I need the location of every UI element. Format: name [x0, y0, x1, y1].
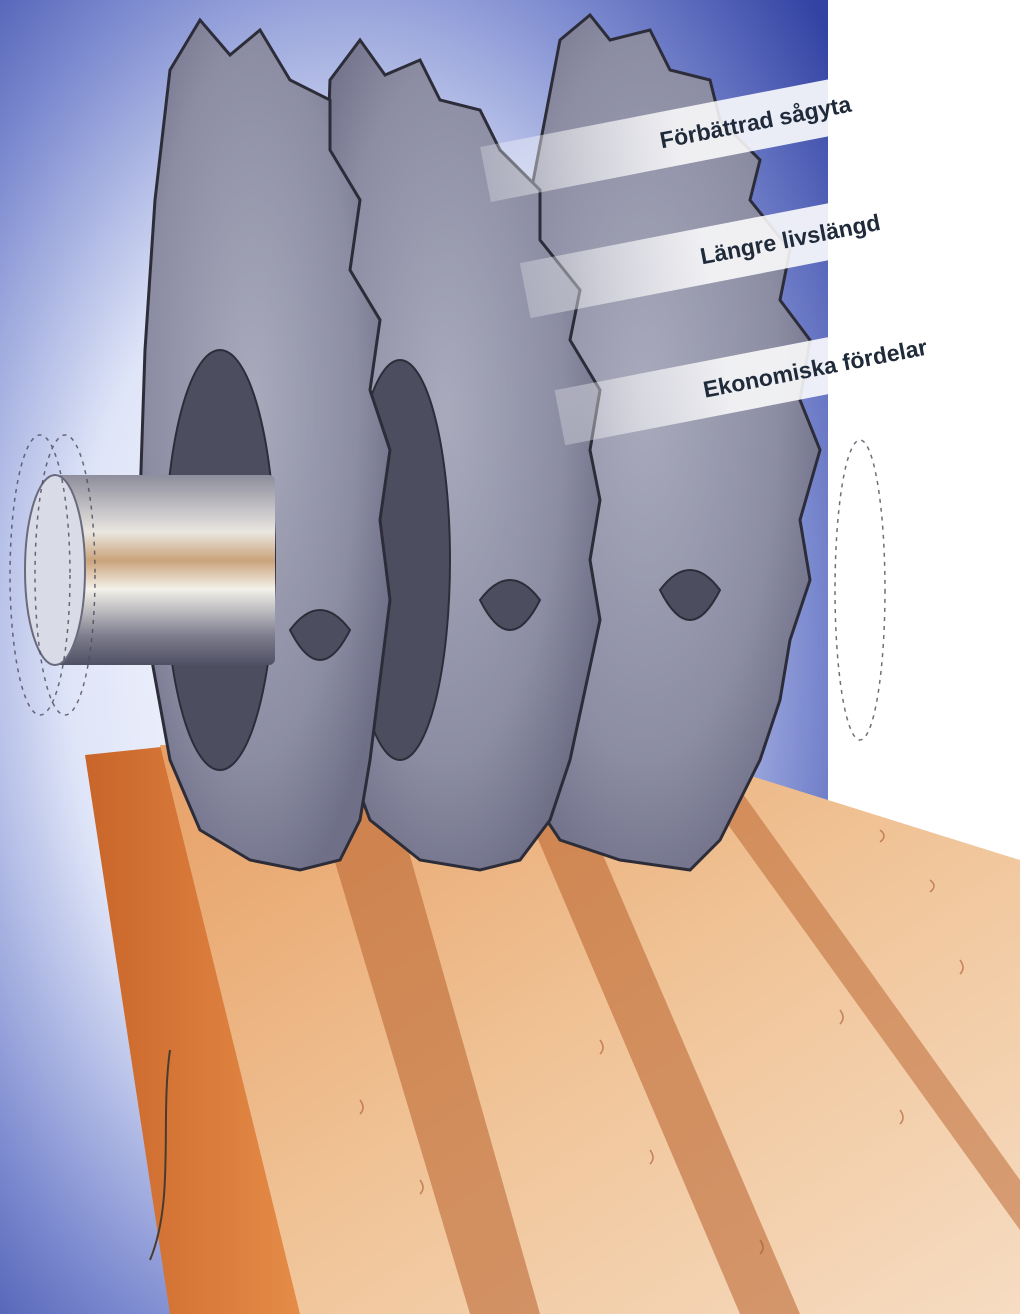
axle	[9, 434, 886, 741]
wood-board	[85, 745, 1020, 1314]
feature-banners: Förbättrad sågyta Längre livslängd Ekono…	[480, 40, 1020, 446]
banner-1: Förbättrad sågyta	[480, 40, 1020, 202]
